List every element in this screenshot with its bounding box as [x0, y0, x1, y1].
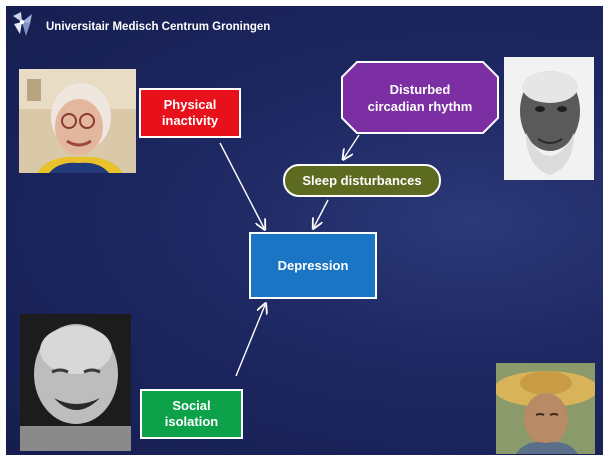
- social-isolation-label: Social isolation: [164, 398, 219, 429]
- depression-label: Depression: [277, 257, 349, 273]
- arrow-circadian-to-sleep: [344, 134, 360, 158]
- slide: Universitair Medisch Centrum Groningen: [6, 6, 603, 455]
- umcg-logo-icon: [13, 12, 32, 36]
- elderly-man-beard-photo: [504, 57, 594, 180]
- physical-inactivity-label: Physical inactivity: [161, 97, 219, 128]
- sleep-disturbances-label: Sleep disturbances: [302, 172, 422, 188]
- arrows-layer: [219, 134, 360, 377]
- physical-inactivity-box: Physical inactivity: [139, 88, 241, 138]
- arrow-social-to-depression: [235, 305, 265, 377]
- elderly-laughing-man-photo: [20, 314, 131, 451]
- sleep-disturbances-box: Sleep disturbances: [283, 164, 441, 197]
- octagon-shape: [341, 61, 499, 134]
- circadian-rhythm-label: Disturbed circadian rhythm: [367, 81, 473, 114]
- circadian-rhythm-box: Disturbed circadian rhythm: [341, 61, 499, 134]
- social-isolation-box: Social isolation: [140, 389, 243, 439]
- depression-box: Depression: [249, 232, 377, 299]
- elderly-woman-straw-hat-photo: [496, 363, 595, 454]
- arrow-physical-to-depression: [219, 142, 264, 228]
- header: Universitair Medisch Centrum Groningen: [6, 6, 603, 48]
- arrow-sleep-to-depression: [314, 199, 329, 227]
- elderly-woman-glasses-photo: [19, 69, 136, 173]
- institution-name: Universitair Medisch Centrum Groningen: [46, 21, 271, 33]
